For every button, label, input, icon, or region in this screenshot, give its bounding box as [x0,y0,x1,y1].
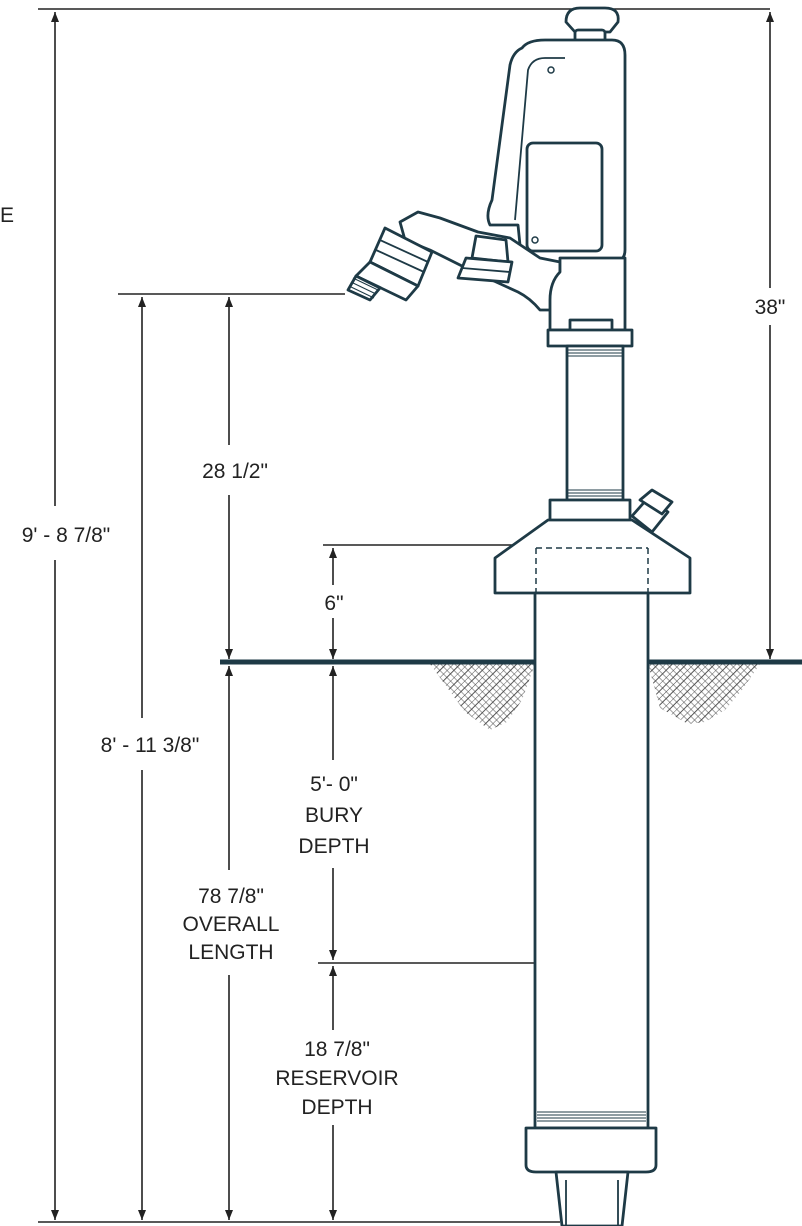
dimension-labels: 38" 9' - 8 7/8" 8' - 11 3/8" 28 1/2" 6" … [22,296,786,1119]
label-bury-depth-value: 5'- 0" [310,773,358,796]
dimension-lines [51,11,774,1220]
label-overall-height: 9' - 8 7/8" [22,524,111,547]
label-overall-length-line1: OVERALL [183,913,280,936]
label-38in: 38" [755,296,786,319]
label-bury-depth-line2: DEPTH [298,835,369,858]
nameplate [525,141,604,253]
end-cap-nipple [554,1170,630,1226]
label-overall-length-value: 78 7/8" [198,885,264,908]
extension-lines [38,8,770,1223]
label-reservoir-depth-line1: RESERVOIR [275,1067,398,1090]
drain-fitting [630,488,674,534]
label-reservoir-depth-line2: DEPTH [301,1096,372,1119]
ground [220,659,802,730]
riser-pipe [565,344,625,502]
label-nozzle-above-ground: 28 1/2" [202,460,268,483]
riser-thread-top [567,349,623,357]
base-flange [493,518,692,595]
label-bury-depth-line1: BURY [305,804,363,827]
hydrant [346,6,692,1226]
label-base-height: 6" [324,592,343,615]
label-overall-length-line2: LENGTH [188,941,273,964]
end-cap [524,1126,658,1174]
spout-cap [456,234,514,284]
standpipe [533,591,650,1130]
standpipe-thread [537,1111,646,1122]
riser-thread-bottom [567,489,623,497]
label-reservoir-depth-value: 18 7/8" [304,1038,370,1061]
hose-nozzle [346,226,434,302]
label-nozzle-total-height: 8' - 11 3/8" [101,734,200,757]
top-handle [564,6,620,34]
edge-letter: E [0,204,14,227]
union-flange [546,328,634,348]
